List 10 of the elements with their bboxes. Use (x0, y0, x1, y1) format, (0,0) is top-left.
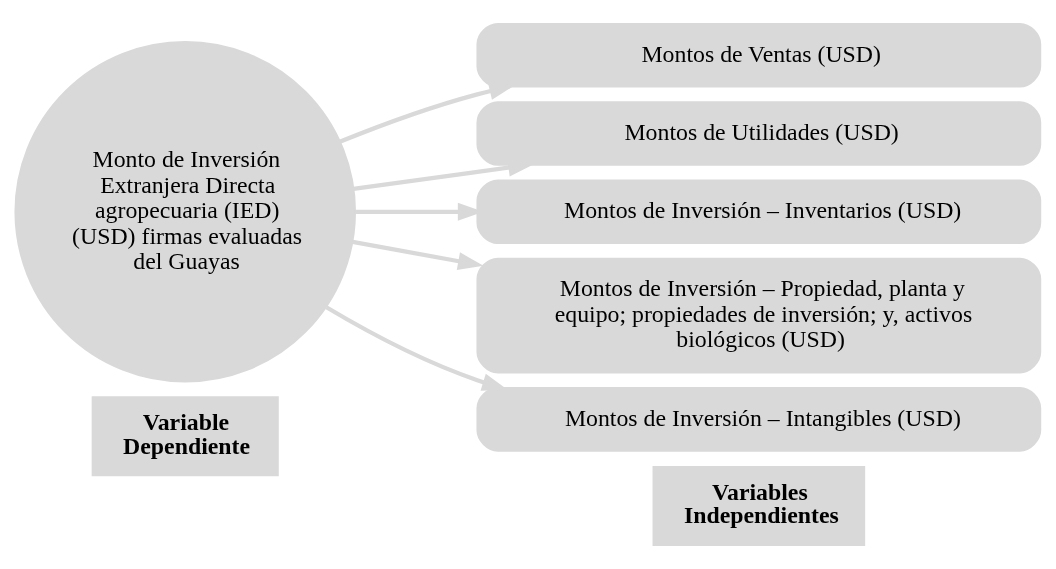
arrow (338, 82, 515, 144)
node-box: Montos de Inversión – Propiedad, planta y equipo; propiedades de inversión; y, activos biológicos (USD) (476, 257, 1042, 374)
node-box: Montos de Ventas (USD) (476, 22, 1042, 88)
node-box: Variable Dependiente (91, 396, 279, 477)
node-box: Montos de Inversión – Intangibles (USD) (476, 387, 1042, 452)
node-circle: Monto de Inversión Extranjera Directa agropecuaria (IED) (USD) firmas evaluadas del Guayas (14, 41, 357, 383)
node-box: Montos de Utilidades (USD) (476, 101, 1042, 166)
arrow (352, 239, 484, 270)
node-box: Montos de Inversión – Inventarios (USD) (476, 179, 1042, 245)
node-box: Variables Independientes (652, 466, 866, 547)
